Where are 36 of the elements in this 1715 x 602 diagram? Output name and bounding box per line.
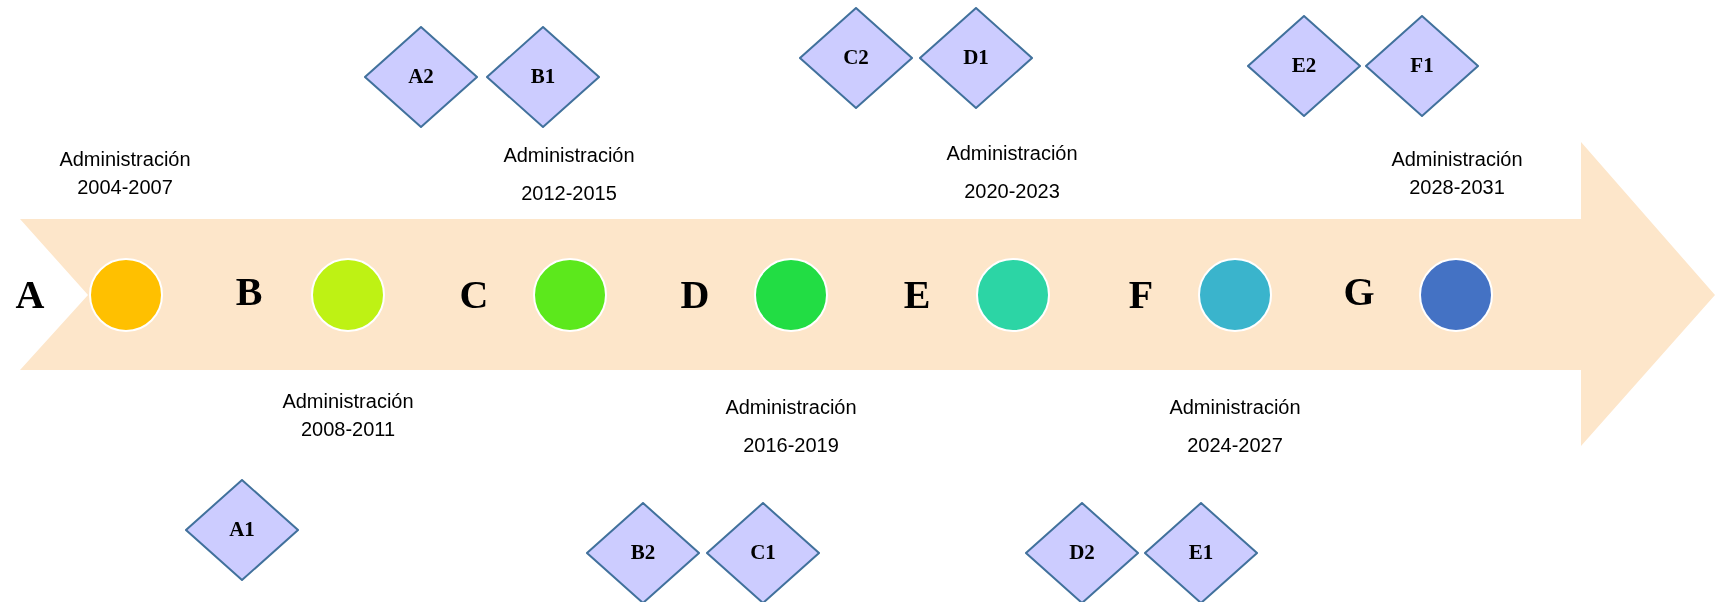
diamond-label: F1 bbox=[1410, 52, 1434, 80]
stage-letter: C bbox=[459, 275, 489, 315]
diamond-node bbox=[586, 502, 700, 602]
period-label: Administración 2004-2007 bbox=[58, 147, 192, 200]
period-label: Administración 2012-2015 bbox=[502, 143, 636, 206]
diamond-label: E1 bbox=[1188, 539, 1214, 567]
diamond-node bbox=[1247, 15, 1361, 117]
stage-letter: A bbox=[15, 275, 45, 315]
diamond-label: C2 bbox=[843, 44, 869, 72]
diamond-node bbox=[1025, 502, 1139, 602]
stage-letter: E bbox=[903, 275, 931, 315]
period-label: Administración 2008-2011 bbox=[281, 389, 415, 442]
period-label: Administración 2020-2023 bbox=[945, 141, 1079, 204]
diamond-label: D2 bbox=[1069, 539, 1095, 567]
stage-letter: F bbox=[1128, 275, 1154, 315]
period-label: Administración 2016-2019 bbox=[724, 395, 858, 458]
diamond-label: C1 bbox=[750, 539, 776, 567]
diamond-label: B2 bbox=[630, 539, 656, 567]
diamond-node bbox=[1365, 15, 1479, 117]
diamond-label: D1 bbox=[963, 44, 989, 72]
diamond-node bbox=[486, 26, 600, 128]
period-label: Administración 2028-2031 bbox=[1390, 147, 1524, 200]
period-label: Administración 2024-2027 bbox=[1168, 395, 1302, 458]
diamond-node bbox=[364, 26, 478, 128]
diamond-node bbox=[799, 7, 913, 109]
diamond-label: B1 bbox=[530, 63, 556, 91]
stage-letter: B bbox=[235, 272, 263, 312]
diamond-node bbox=[919, 7, 1033, 109]
diamond-node bbox=[1144, 502, 1258, 602]
diamond-label: A2 bbox=[408, 63, 434, 91]
stage-letter: D bbox=[680, 275, 710, 315]
diamond-label: A1 bbox=[229, 516, 255, 544]
stage-letter: G bbox=[1343, 272, 1375, 312]
diamond-node bbox=[185, 479, 299, 581]
diamond-label: E2 bbox=[1291, 52, 1317, 80]
diamond-node bbox=[706, 502, 820, 602]
